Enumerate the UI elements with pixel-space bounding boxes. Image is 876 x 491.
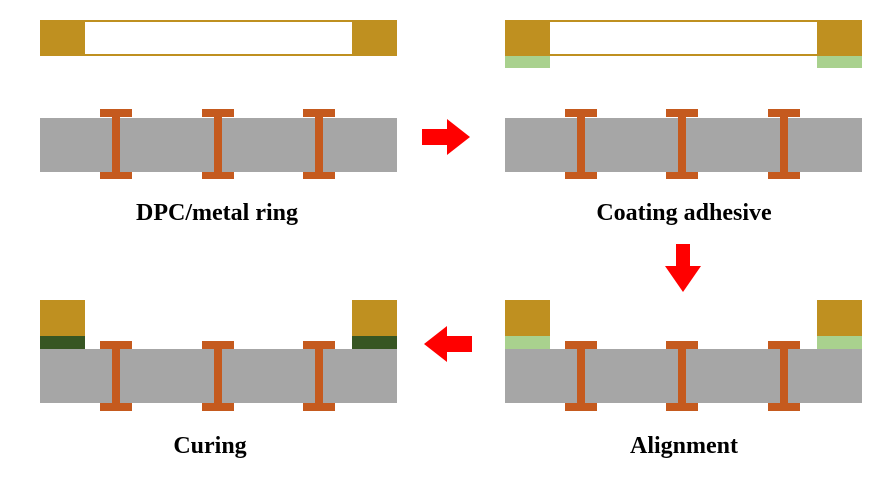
via-2 [202, 109, 234, 179]
step-caption-dpc-metal-ring: DPC/metal ring [136, 200, 298, 226]
arrow-right-icon [422, 119, 470, 155]
adhesive-right [817, 56, 862, 68]
dpc-substrate [505, 341, 862, 411]
via-3 [303, 109, 335, 179]
adhesive-right [817, 336, 862, 349]
metal-ring [505, 20, 862, 56]
via-2 [666, 109, 698, 179]
via-1 [100, 341, 132, 411]
metal-ring-frame-top [85, 20, 352, 22]
via-2 [666, 341, 698, 411]
via-1 [565, 341, 597, 411]
metal-ring-frame-top [550, 20, 817, 22]
metal-ring-pad-right [352, 300, 397, 336]
metal-ring-pad-right [352, 20, 397, 56]
step-curing [40, 300, 397, 411]
metal-ring [505, 300, 862, 336]
via-3 [303, 341, 335, 411]
dpc-substrate [40, 109, 397, 179]
via-2 [202, 341, 234, 411]
adhesive-left [505, 336, 550, 349]
metal-ring-frame-bottom [85, 54, 352, 56]
adhesive-layer [505, 336, 862, 349]
metal-ring [40, 20, 397, 56]
arrow-down-icon [665, 244, 701, 292]
via-3 [768, 341, 800, 411]
metal-ring-pad-right [817, 300, 862, 336]
adhesive-left [505, 56, 550, 68]
metal-ring-frame-bottom [550, 54, 817, 56]
arrow-left-icon [424, 326, 472, 362]
step-dpc-metal-ring [40, 20, 397, 179]
metal-ring-pad-left [40, 300, 85, 336]
adhesive-layer [505, 56, 862, 68]
metal-ring-pad-left [40, 20, 85, 56]
dpc-substrate [40, 341, 397, 411]
step-alignment [505, 300, 862, 411]
metal-ring-pad-right [817, 20, 862, 56]
cured-adhesive-left [40, 336, 85, 349]
cured-adhesive-layer [40, 336, 397, 349]
metal-ring-pad-left [505, 300, 550, 336]
step-coating-adhesive [505, 20, 862, 179]
cured-adhesive-right [352, 336, 397, 349]
via-1 [565, 109, 597, 179]
dpc-substrate [505, 109, 862, 179]
step-caption-coating-adhesive: Coating adhesive [596, 200, 772, 226]
via-1 [100, 109, 132, 179]
step-caption-curing: Curing [173, 433, 247, 459]
metal-ring-pad-left [505, 20, 550, 56]
via-3 [768, 109, 800, 179]
metal-ring [40, 300, 397, 336]
step-caption-alignment: Alignment [630, 433, 738, 459]
